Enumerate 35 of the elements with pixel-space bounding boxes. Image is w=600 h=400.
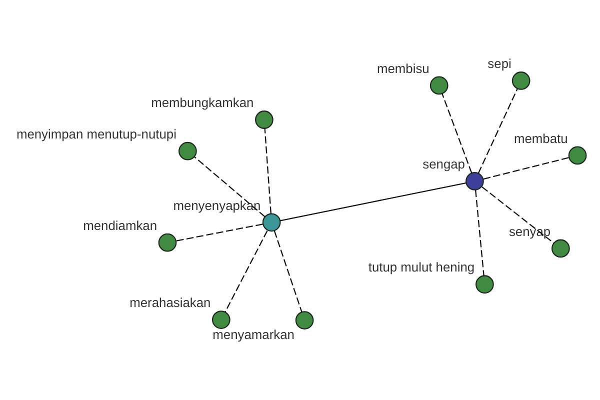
node-circle — [262, 212, 281, 232]
node-circle — [476, 274, 494, 294]
node-circle — [178, 141, 197, 160]
connector — [176, 223, 263, 241]
node-circle — [158, 232, 177, 252]
node-circle — [212, 310, 230, 328]
node-label: senyap — [508, 223, 551, 238]
node-label: merahasiakan — [130, 294, 211, 310]
node-circle — [568, 146, 587, 164]
node-circle — [512, 71, 530, 90]
node-circle — [551, 238, 570, 258]
node-label: sepi — [488, 56, 512, 71]
node-label: tutup mulut hening — [368, 259, 475, 274]
connector — [264, 128, 272, 214]
connector — [474, 189, 484, 276]
node-label: membungkamkan — [151, 94, 254, 110]
node-circle — [430, 76, 448, 94]
node-label: mendiamkan — [83, 217, 158, 232]
connector — [483, 156, 569, 180]
connector — [482, 186, 554, 244]
node-label: sengap — [422, 156, 465, 172]
node-circle — [466, 172, 484, 190]
node-circle — [255, 110, 274, 128]
connector — [194, 156, 266, 217]
node-label: membatu — [514, 130, 568, 146]
node-label: membisu — [377, 60, 430, 76]
node-label: menyimpan menutup-nutupi — [16, 126, 176, 141]
node-label: menyenyapkan — [173, 197, 261, 212]
node-label: menyamarkan — [212, 326, 294, 342]
connector — [224, 230, 268, 312]
connector — [280, 182, 466, 221]
connector — [274, 230, 302, 312]
connector — [442, 92, 472, 173]
node-circle — [295, 310, 314, 329]
connector — [478, 88, 518, 174]
